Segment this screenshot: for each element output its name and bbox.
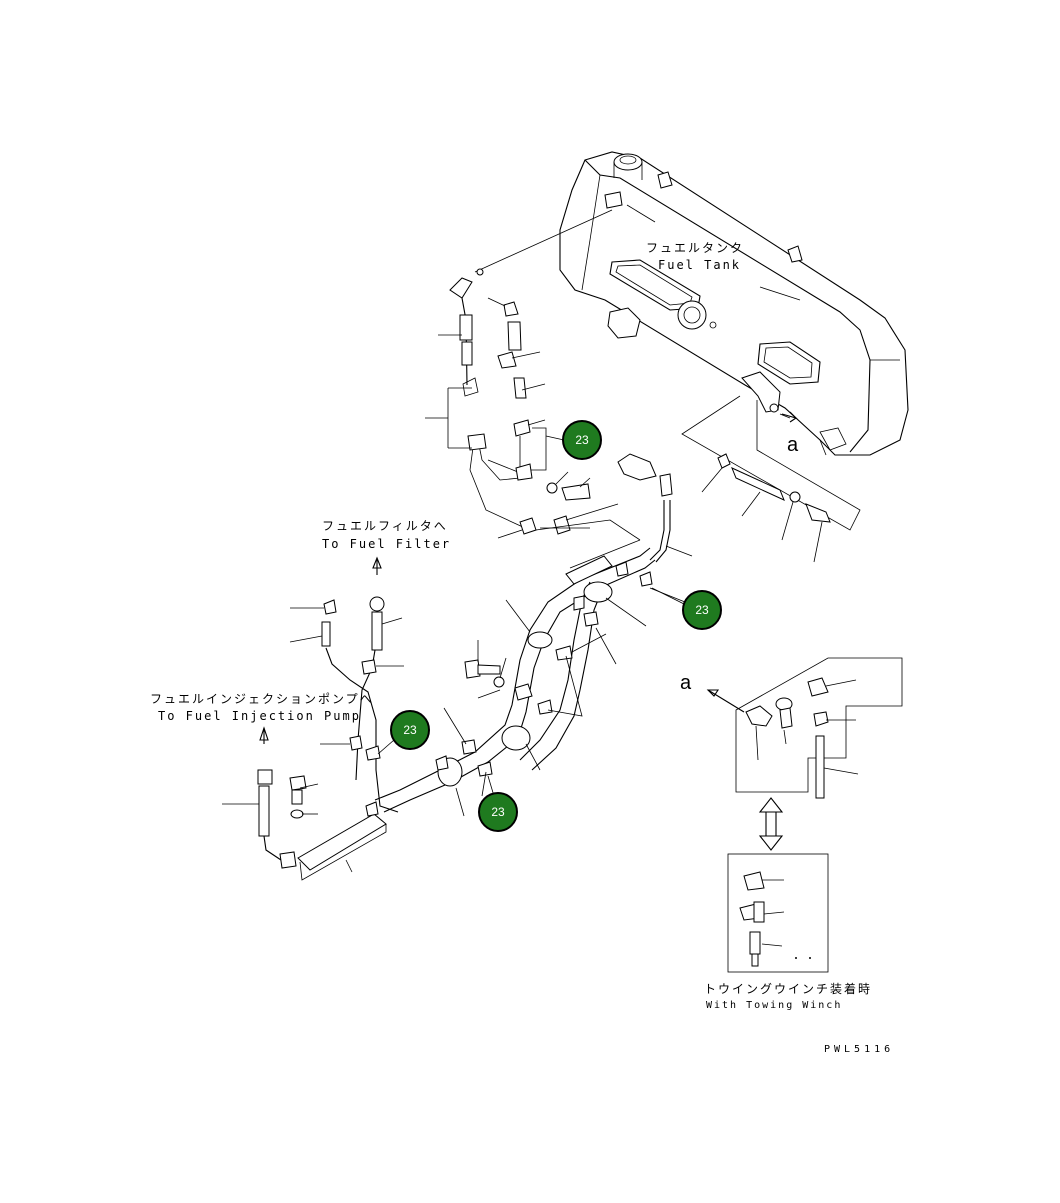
injection-pump-label-en: To Fuel Injection Pump bbox=[158, 709, 361, 723]
main-pipe bbox=[297, 539, 691, 881]
right-fitting bbox=[617, 453, 693, 563]
fuel-filter-label-jp: フュエルフィルタへ bbox=[322, 519, 448, 533]
view-a-marker-tank: a bbox=[787, 434, 799, 456]
left-hoses bbox=[222, 556, 404, 869]
callout-badge-23[interactable]: 23 bbox=[562, 420, 602, 460]
fuel-tank-label-en: Fuel Tank bbox=[658, 258, 742, 272]
view-a-marker-detail: a bbox=[680, 672, 692, 694]
towing-winch-label-jp: トウイングウインチ装着時 bbox=[704, 982, 873, 996]
callout-badge-23[interactable]: 23 bbox=[682, 590, 722, 630]
view-a-detail bbox=[706, 657, 903, 973]
fuel-tank bbox=[474, 151, 909, 456]
injection-pump-label-jp: フュエルインジェクションポンプへ bbox=[150, 692, 374, 706]
drain-detail bbox=[681, 395, 861, 563]
callout-badge-23[interactable]: 23 bbox=[478, 792, 518, 832]
callout-leaders bbox=[377, 435, 685, 797]
fuel-tank-label-jp: フュエルタンク bbox=[646, 241, 745, 255]
callout-badge-23[interactable]: 23 bbox=[390, 710, 430, 750]
fuel-filter-label-en: To Fuel Filter bbox=[322, 537, 452, 551]
upper-hoses bbox=[425, 268, 641, 541]
drawing-code: PWL5116 bbox=[824, 1044, 895, 1055]
towing-winch-label-en: With Towing Winch bbox=[706, 1000, 843, 1011]
